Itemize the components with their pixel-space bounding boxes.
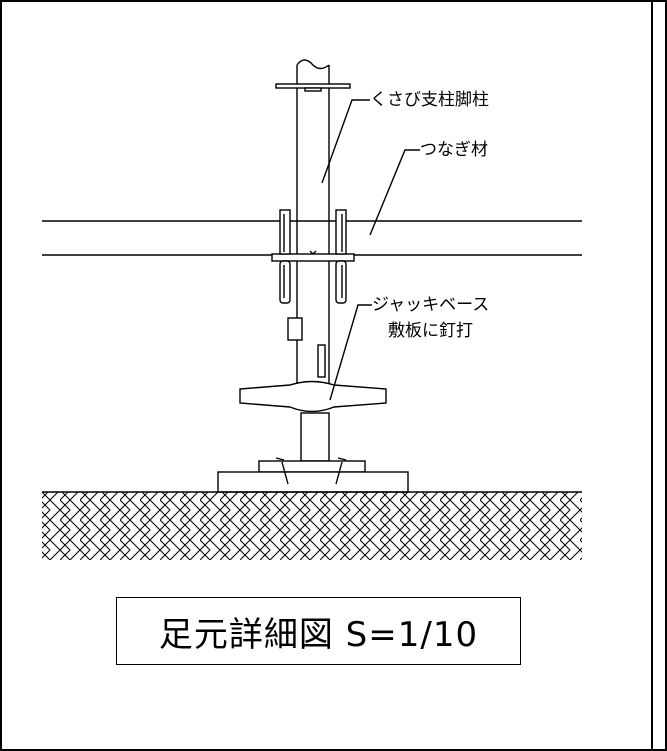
leader-lines bbox=[321, 99, 420, 401]
label-wedge-post: くさび支柱脚柱 bbox=[370, 90, 489, 110]
jack-base bbox=[217, 317, 409, 493]
label-tie-member: つなぎ材 bbox=[420, 140, 488, 160]
ground-hatch bbox=[42, 492, 582, 560]
label-jack-base: ジャッキベース bbox=[372, 295, 490, 315]
drawing-title: 足元詳細図 S=1/10 bbox=[158, 614, 479, 655]
label-nail-to-sheathing: 敷板に釘打 bbox=[388, 321, 473, 341]
wedge-bracket bbox=[271, 209, 355, 304]
tie-member bbox=[42, 220, 582, 256]
title-box: 足元詳細図 S=1/10 bbox=[116, 597, 521, 665]
